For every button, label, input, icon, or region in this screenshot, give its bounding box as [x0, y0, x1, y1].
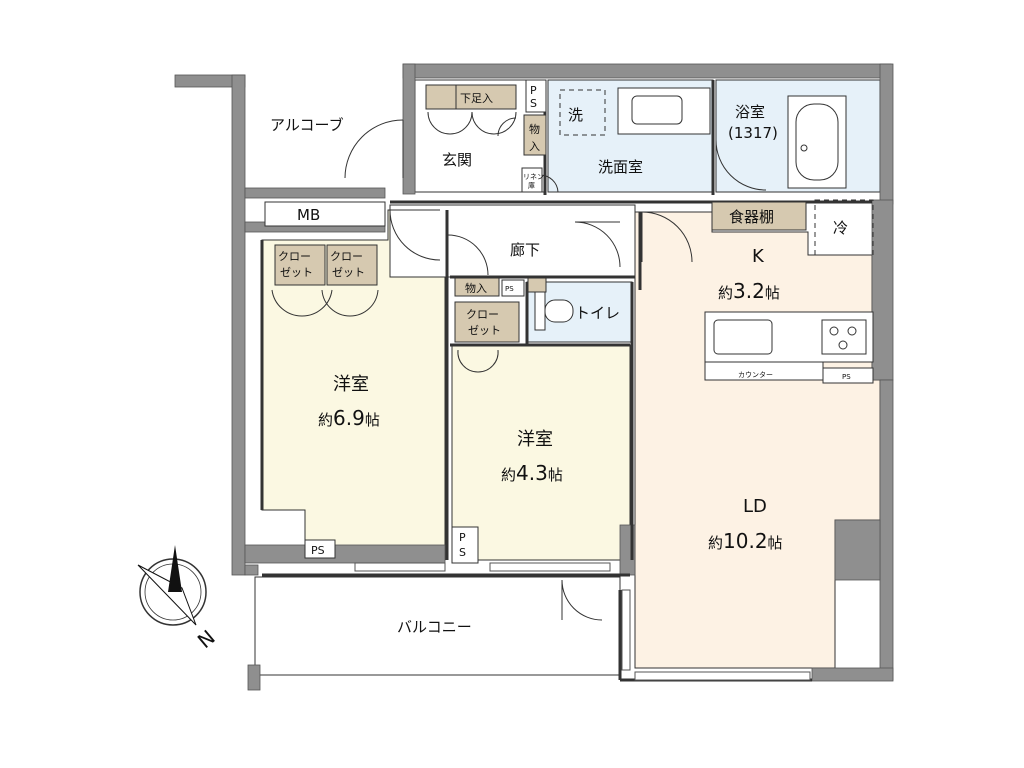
kitchen-fixtures	[704, 199, 874, 384]
compass-north-label: N	[193, 625, 220, 653]
entrance-storage-label-1: 物	[529, 122, 540, 136]
hall-storage-label: 物入	[465, 281, 487, 295]
compass-needle-tip-icon	[168, 545, 182, 592]
shoe-storage-label: 下足入	[460, 92, 493, 105]
western-room-1-size: 約6.9帖	[318, 406, 380, 430]
kitchen-size: 約3.2帖	[718, 279, 780, 303]
washroom-fixtures	[521, 87, 711, 193]
western-room-2-size: 約4.3帖	[501, 461, 563, 485]
walls	[174, 63, 894, 691]
bath-label: 浴室	[735, 103, 765, 121]
mb-label: MB	[297, 206, 320, 224]
ps-entrance-s: S	[530, 97, 537, 110]
balcony-label: バルコニー	[397, 618, 472, 636]
toilet-label: トイレ	[575, 304, 620, 322]
compass: N	[137, 545, 220, 653]
ld-size: 約10.2帖	[708, 529, 783, 553]
ps-hall-label: PS	[505, 285, 514, 293]
bath-size-label: (1317)	[728, 124, 778, 142]
bath-fixtures	[787, 95, 847, 189]
counter-label: カウンター	[738, 370, 773, 379]
ps-room1-label: PS	[311, 544, 325, 557]
entrance-label: 玄関	[442, 151, 472, 169]
closet-2-label-1: クロー	[330, 250, 363, 263]
ps-entrance-p: P	[530, 84, 537, 97]
toilet-fixtures	[527, 277, 574, 331]
alcove-label: アルコーブ	[270, 116, 344, 134]
windows	[354, 562, 811, 681]
hallway-floor	[389, 204, 636, 278]
western-room-2-floor	[451, 344, 631, 561]
closet-3-label-1: クロー	[466, 308, 499, 321]
closet-1-label-1: クロー	[278, 250, 311, 263]
dish-shelf-label: 食器棚	[729, 208, 774, 226]
kitchen-label: K	[752, 246, 765, 267]
ps-boxes	[264, 79, 547, 564]
ps-room2-p: P	[459, 531, 466, 544]
door-swings	[271, 111, 767, 621]
ps-room2-s: S	[459, 546, 466, 559]
storage-boxes	[274, 84, 807, 343]
compass-needle-light-icon	[137, 564, 197, 626]
washroom-label: 洗面室	[598, 158, 643, 176]
linen-label-2: 庫	[528, 181, 535, 190]
linen-label-1: リネン	[523, 173, 544, 181]
closet-3-label-2: ゼット	[468, 324, 501, 337]
washer-label: 洗	[568, 106, 583, 124]
hallway-label: 廊下	[510, 241, 540, 259]
ps-kitchen-label: PS	[842, 373, 851, 381]
entrance-storage-label-2: 入	[529, 140, 540, 153]
ld-label: LD	[743, 496, 767, 517]
western-room-1-label: 洋室	[333, 374, 369, 395]
closet-1-label-2: ゼット	[280, 266, 313, 279]
closet-2-label-2: ゼット	[332, 266, 365, 279]
fridge-label: 冷	[833, 219, 848, 237]
western-room-2-label: 洋室	[517, 429, 553, 450]
